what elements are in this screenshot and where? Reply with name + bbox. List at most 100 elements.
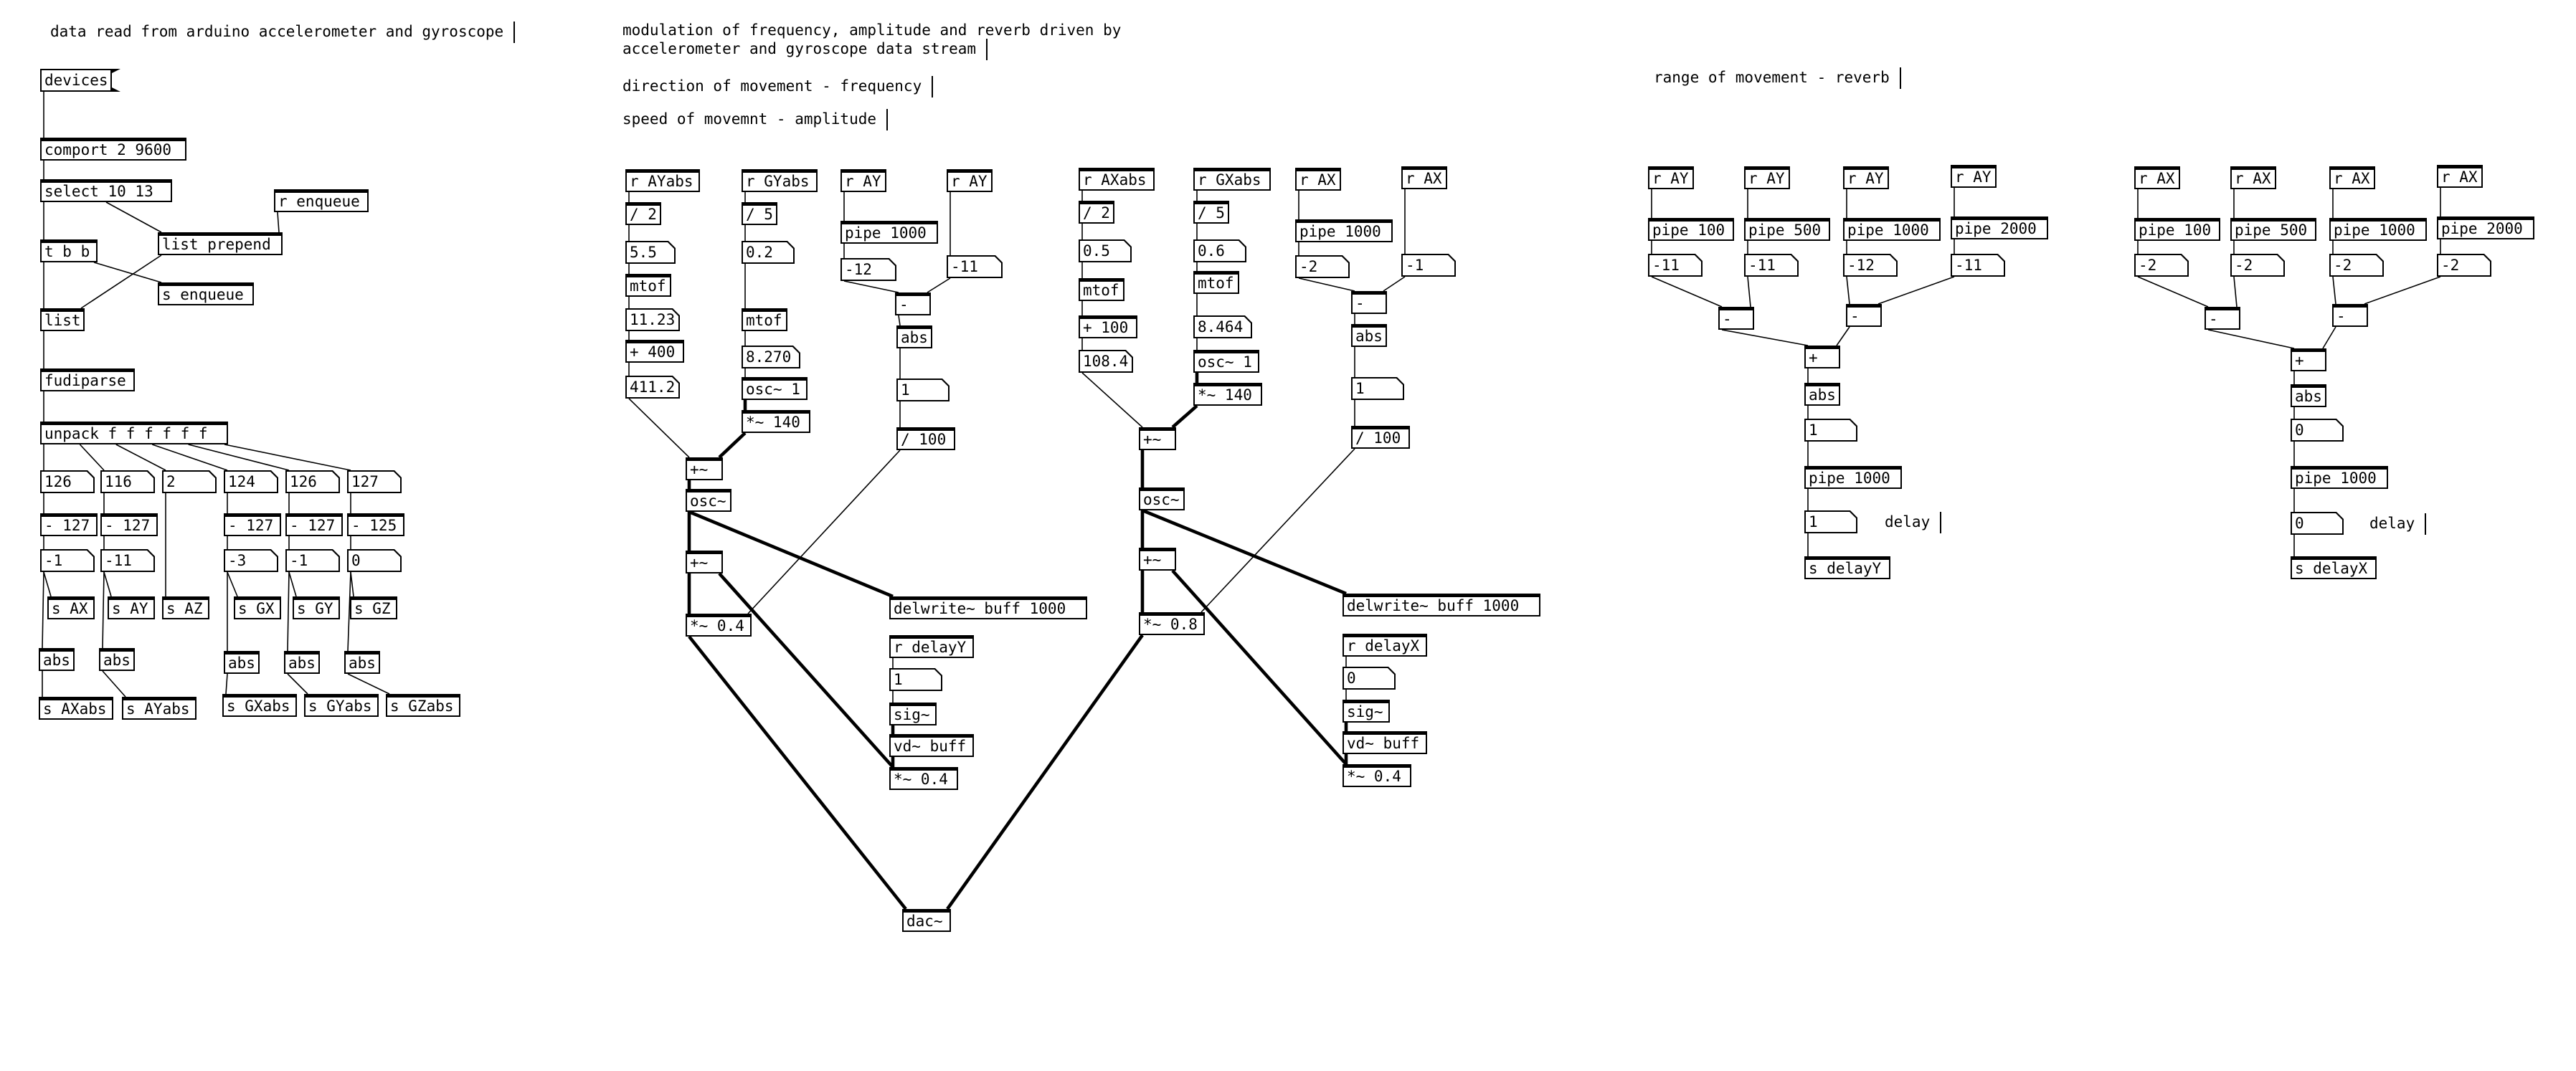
number-box-12[interactable]: -12 [840, 258, 896, 281]
number-box-11[interactable]: -11 [947, 255, 1003, 278]
patch-cord-mul04-to-dac[interactable] [688, 635, 907, 910]
object-box-mtof[interactable]: mtof [625, 274, 671, 297]
object-box-r-ax[interactable]: r AX [2329, 166, 2375, 189]
number-box-1[interactable]: -1 [285, 549, 340, 572]
object-box-s-ayabs[interactable]: s AYabs [122, 697, 196, 720]
object-box-fudiparse[interactable]: fudiparse [40, 368, 135, 391]
object-box-140[interactable]: *~ 140 [742, 410, 810, 433]
patch-cord-abs5-to-sGYabs[interactable] [287, 673, 308, 695]
message-box-devices[interactable]: devices [40, 69, 120, 92]
number-box-1[interactable]: -1 [40, 549, 95, 572]
object-box-abs[interactable]: abs [1804, 383, 1840, 406]
object-box-2[interactable]: / 2 [625, 202, 661, 225]
patch-cord-a4112-to-plusTA[interactable] [628, 398, 690, 458]
object-box-op[interactable]: - [1846, 304, 1882, 327]
object-box-127[interactable]: - 127 [224, 513, 281, 536]
patch-cord-o4-to-sGX[interactable] [227, 571, 238, 597]
object-box-comport-2-9600[interactable]: comport 2 9600 [40, 138, 186, 161]
object-box-unpack-f-f-f-f-f-f[interactable]: unpack f f f f f f [40, 422, 228, 444]
object-box-127[interactable]: - 127 [100, 513, 158, 536]
number-box-108-4[interactable]: 108.4 [1079, 350, 1133, 373]
object-box-s-gx[interactable]: s GX [234, 596, 281, 619]
patch-cord-unpack-to-n3[interactable] [115, 444, 166, 471]
object-box-s-ax[interactable]: s AX [47, 596, 95, 619]
patch-cord-renq-to-lprep[interactable] [277, 211, 280, 233]
object-box-abs[interactable]: abs [896, 325, 932, 348]
object-box-r-ay[interactable]: r AY [1951, 165, 1997, 188]
object-box-abs[interactable]: abs [39, 648, 75, 671]
patch-cord-bm2-to-minusB[interactable] [1298, 277, 1355, 292]
object-box-5[interactable]: / 5 [742, 202, 777, 225]
object-box-r-ax[interactable]: r AX [1295, 168, 1341, 191]
patch-cord-abs6-to-sGZabs[interactable] [347, 673, 390, 695]
patch-cord-nx1-to-subX1[interactable] [2137, 276, 2209, 308]
number-box-0-6[interactable]: 0.6 [1193, 239, 1246, 262]
object-box-op[interactable]: - [895, 292, 931, 315]
object-box-s-axabs[interactable]: s AXabs [39, 697, 113, 720]
patch-cord-plusTA2-to-mul04b[interactable] [718, 572, 894, 768]
number-box-411-2[interactable]: 411.2 [625, 376, 680, 399]
object-box-100[interactable]: / 100 [896, 427, 955, 450]
object-box-s-gxabs[interactable]: s GXabs [222, 694, 297, 717]
object-box-r-ax[interactable]: r AX [2437, 165, 2483, 188]
number-box-124[interactable]: 124 [224, 470, 278, 493]
object-box-pipe-1000[interactable]: pipe 1000 [1843, 218, 1941, 241]
number-box-5-5[interactable]: 5.5 [625, 241, 676, 264]
object-box-osc-1[interactable]: osc~ 1 [1193, 350, 1259, 373]
object-box-mtof[interactable]: mtof [742, 308, 787, 331]
object-box-sig[interactable]: sig~ [1343, 700, 1390, 723]
number-box-1[interactable]: -1 [1401, 254, 1456, 277]
number-box-2[interactable]: -2 [1295, 255, 1350, 278]
patch-cord-mul140a-to-plusTA[interactable] [718, 432, 747, 459]
number-box-1[interactable]: 1 [1804, 419, 1857, 442]
patch-cord-plusTB2-to-mul04c[interactable] [1171, 569, 1348, 766]
object-box-s-az[interactable]: s AZ [162, 596, 209, 619]
object-box-mtof[interactable]: mtof [1193, 271, 1239, 294]
number-box-2[interactable]: 2 [162, 470, 217, 493]
object-box-op[interactable]: - [1351, 291, 1387, 314]
patch-cord-select-to-lprep[interactable] [105, 201, 162, 233]
object-box-5[interactable]: / 5 [1193, 201, 1229, 224]
patch-cord-ny1-to-subY1[interactable] [1651, 276, 1723, 308]
object-box-abs[interactable]: abs [2291, 384, 2326, 407]
patch-cord-div100A-to-mul04[interactable] [747, 449, 901, 614]
object-box-op[interactable]: +~ [1139, 427, 1176, 450]
number-box-0-5[interactable]: 0.5 [1079, 239, 1132, 262]
object-box-pipe-2000[interactable]: pipe 2000 [1951, 216, 2048, 239]
comment-width-handle[interactable] [932, 76, 934, 97]
number-box-126[interactable]: 126 [285, 470, 340, 493]
object-box-op[interactable]: - [2205, 307, 2240, 330]
number-box-1[interactable]: 1 [896, 379, 950, 401]
patch-cord-am12-to-minusA[interactable] [843, 280, 899, 293]
object-box-r-ay[interactable]: r AY [1744, 166, 1790, 189]
object-box-op[interactable]: +~ [686, 551, 723, 573]
number-box-127[interactable]: 127 [347, 470, 402, 493]
patch-cord-abs2-to-sAYabs[interactable] [102, 670, 126, 698]
object-box-pipe-500[interactable]: pipe 500 [2230, 218, 2316, 241]
patch-cord-ny2-to-subY1[interactable] [1747, 276, 1751, 308]
number-box-0[interactable]: 0 [347, 549, 402, 572]
object-box-0-4[interactable]: *~ 0.4 [889, 767, 958, 790]
number-box-11[interactable]: -11 [1951, 254, 2005, 277]
patch-cord-lprep-to-list[interactable] [80, 254, 162, 309]
object-box-list[interactable]: list [40, 308, 85, 331]
object-box-r-ay[interactable]: r AY [1648, 166, 1694, 189]
object-box-pipe-1000[interactable]: pipe 1000 [1295, 219, 1393, 242]
object-box-s-delayx[interactable]: s delayX [2291, 556, 2377, 579]
number-box-1[interactable]: 1 [889, 668, 942, 691]
patch-cord-minusA-to-absA[interactable] [898, 315, 901, 326]
object-box-100[interactable]: + 100 [1079, 315, 1137, 338]
object-box-pipe-1000[interactable]: pipe 1000 [1804, 466, 1902, 489]
object-box-list-prepend[interactable]: list prepend [158, 232, 283, 255]
patch-cord-o1-to-abs1[interactable] [42, 571, 44, 649]
number-box-11[interactable]: -11 [100, 549, 155, 572]
object-box-0-4[interactable]: *~ 0.4 [686, 614, 752, 637]
object-box-r-ax[interactable]: r AX [2134, 166, 2180, 189]
object-box-pipe-100[interactable]: pipe 100 [1648, 218, 1734, 241]
object-box-abs[interactable]: abs [99, 648, 135, 671]
object-box-vd-buff[interactable]: vd~ buff [889, 734, 974, 757]
object-box-s-gz[interactable]: s GZ [350, 596, 397, 619]
object-box-osc[interactable]: osc~ [1139, 487, 1185, 510]
object-box-r-enqueue[interactable]: r enqueue [274, 189, 369, 212]
